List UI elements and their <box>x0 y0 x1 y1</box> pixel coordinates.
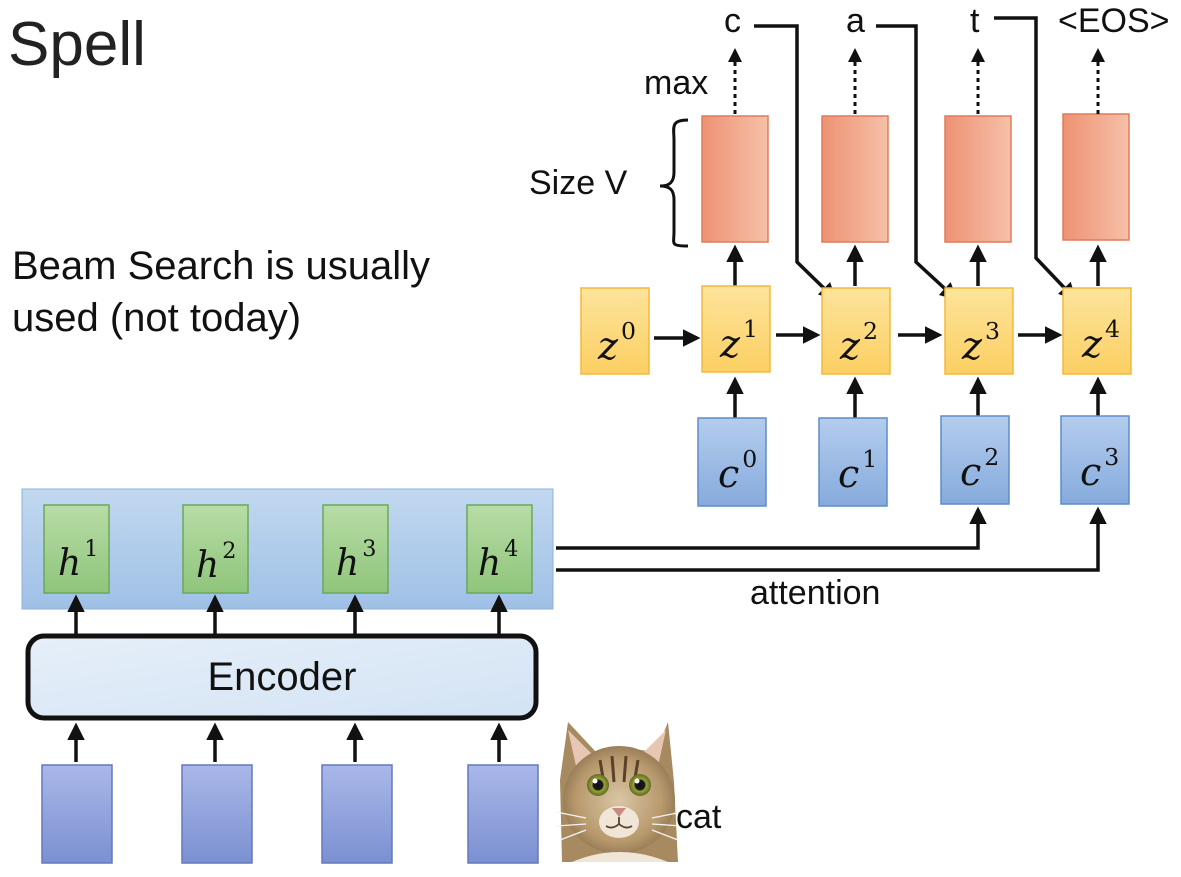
encoder-box <box>25 633 539 721</box>
distribution-box-4 <box>1062 113 1130 241</box>
max-arrowhead-4 <box>1091 48 1105 62</box>
cat-nose <box>612 808 626 817</box>
slide-title: Spell <box>8 10 146 79</box>
feedback-a-to-z3 <box>876 24 958 301</box>
note-line-1: Beam Search is usually <box>12 244 430 288</box>
context-vectors <box>697 415 1130 507</box>
cat-eye-right <box>629 774 651 796</box>
encoder-label: Encoder <box>207 654 357 699</box>
max-arrowhead-1 <box>728 48 742 62</box>
hidden-states-panel <box>21 488 554 610</box>
output-char-t: t <box>970 2 980 40</box>
encoder-hidden-states <box>43 504 533 594</box>
attention-line-to-c3 <box>556 506 1107 572</box>
cat-image <box>555 722 683 862</box>
size-v-brace <box>659 118 689 248</box>
z-to-dist-arrows <box>726 244 1107 286</box>
decoder-states <box>580 285 1132 375</box>
input-to-encoder-arrows <box>67 722 508 762</box>
note-line-2: used (not today) <box>12 296 302 340</box>
feedback-t-to-z4 <box>994 16 1077 301</box>
z2-box <box>821 287 891 375</box>
cat-label: cat <box>676 798 722 836</box>
context-to-z-arrows <box>726 376 1107 418</box>
output-char-c: c <box>724 2 741 40</box>
attention-line-to-c2 <box>556 506 987 550</box>
cat-eye-left <box>587 774 609 796</box>
max-label: max <box>644 64 709 102</box>
c3-box <box>1060 415 1130 505</box>
h1-box <box>43 504 110 594</box>
z4-box <box>1062 287 1132 375</box>
h4-box <box>466 504 533 594</box>
feedback-c-to-z2 <box>754 24 837 301</box>
z-chain-arrows <box>654 326 1063 347</box>
z0-box <box>580 287 650 375</box>
encoder-to-h-arrows <box>67 594 508 634</box>
c1-box <box>818 417 888 507</box>
output-char-a: a <box>846 2 865 40</box>
z1-box <box>701 285 771 373</box>
distribution-box-1 <box>701 115 769 243</box>
c2-box <box>940 415 1010 505</box>
output-distributions <box>701 113 1130 243</box>
max-arrowhead-3 <box>971 48 985 62</box>
output-eos: <EOS> <box>1058 2 1170 40</box>
beam-search-note: Beam Search is usually used (not today) <box>12 240 430 344</box>
max-arrowheads <box>728 48 1105 62</box>
cat-face <box>563 746 675 854</box>
c0-box <box>697 417 767 507</box>
h2-box <box>182 504 249 594</box>
max-arrows <box>733 62 1100 114</box>
h3-box <box>322 504 389 594</box>
attention-lines <box>556 506 1107 572</box>
input-feature-1 <box>41 764 113 864</box>
feedback-lines <box>754 16 1077 301</box>
distribution-box-3 <box>944 115 1012 243</box>
size-v-label: Size V <box>529 164 628 202</box>
max-arrowhead-2 <box>848 48 862 62</box>
input-feature-3 <box>321 764 393 864</box>
input-features <box>41 764 539 864</box>
input-feature-4 <box>467 764 539 864</box>
z3-box <box>944 287 1014 375</box>
distribution-box-2 <box>821 115 889 243</box>
attention-label: attention <box>750 574 881 612</box>
input-feature-2 <box>181 764 253 864</box>
